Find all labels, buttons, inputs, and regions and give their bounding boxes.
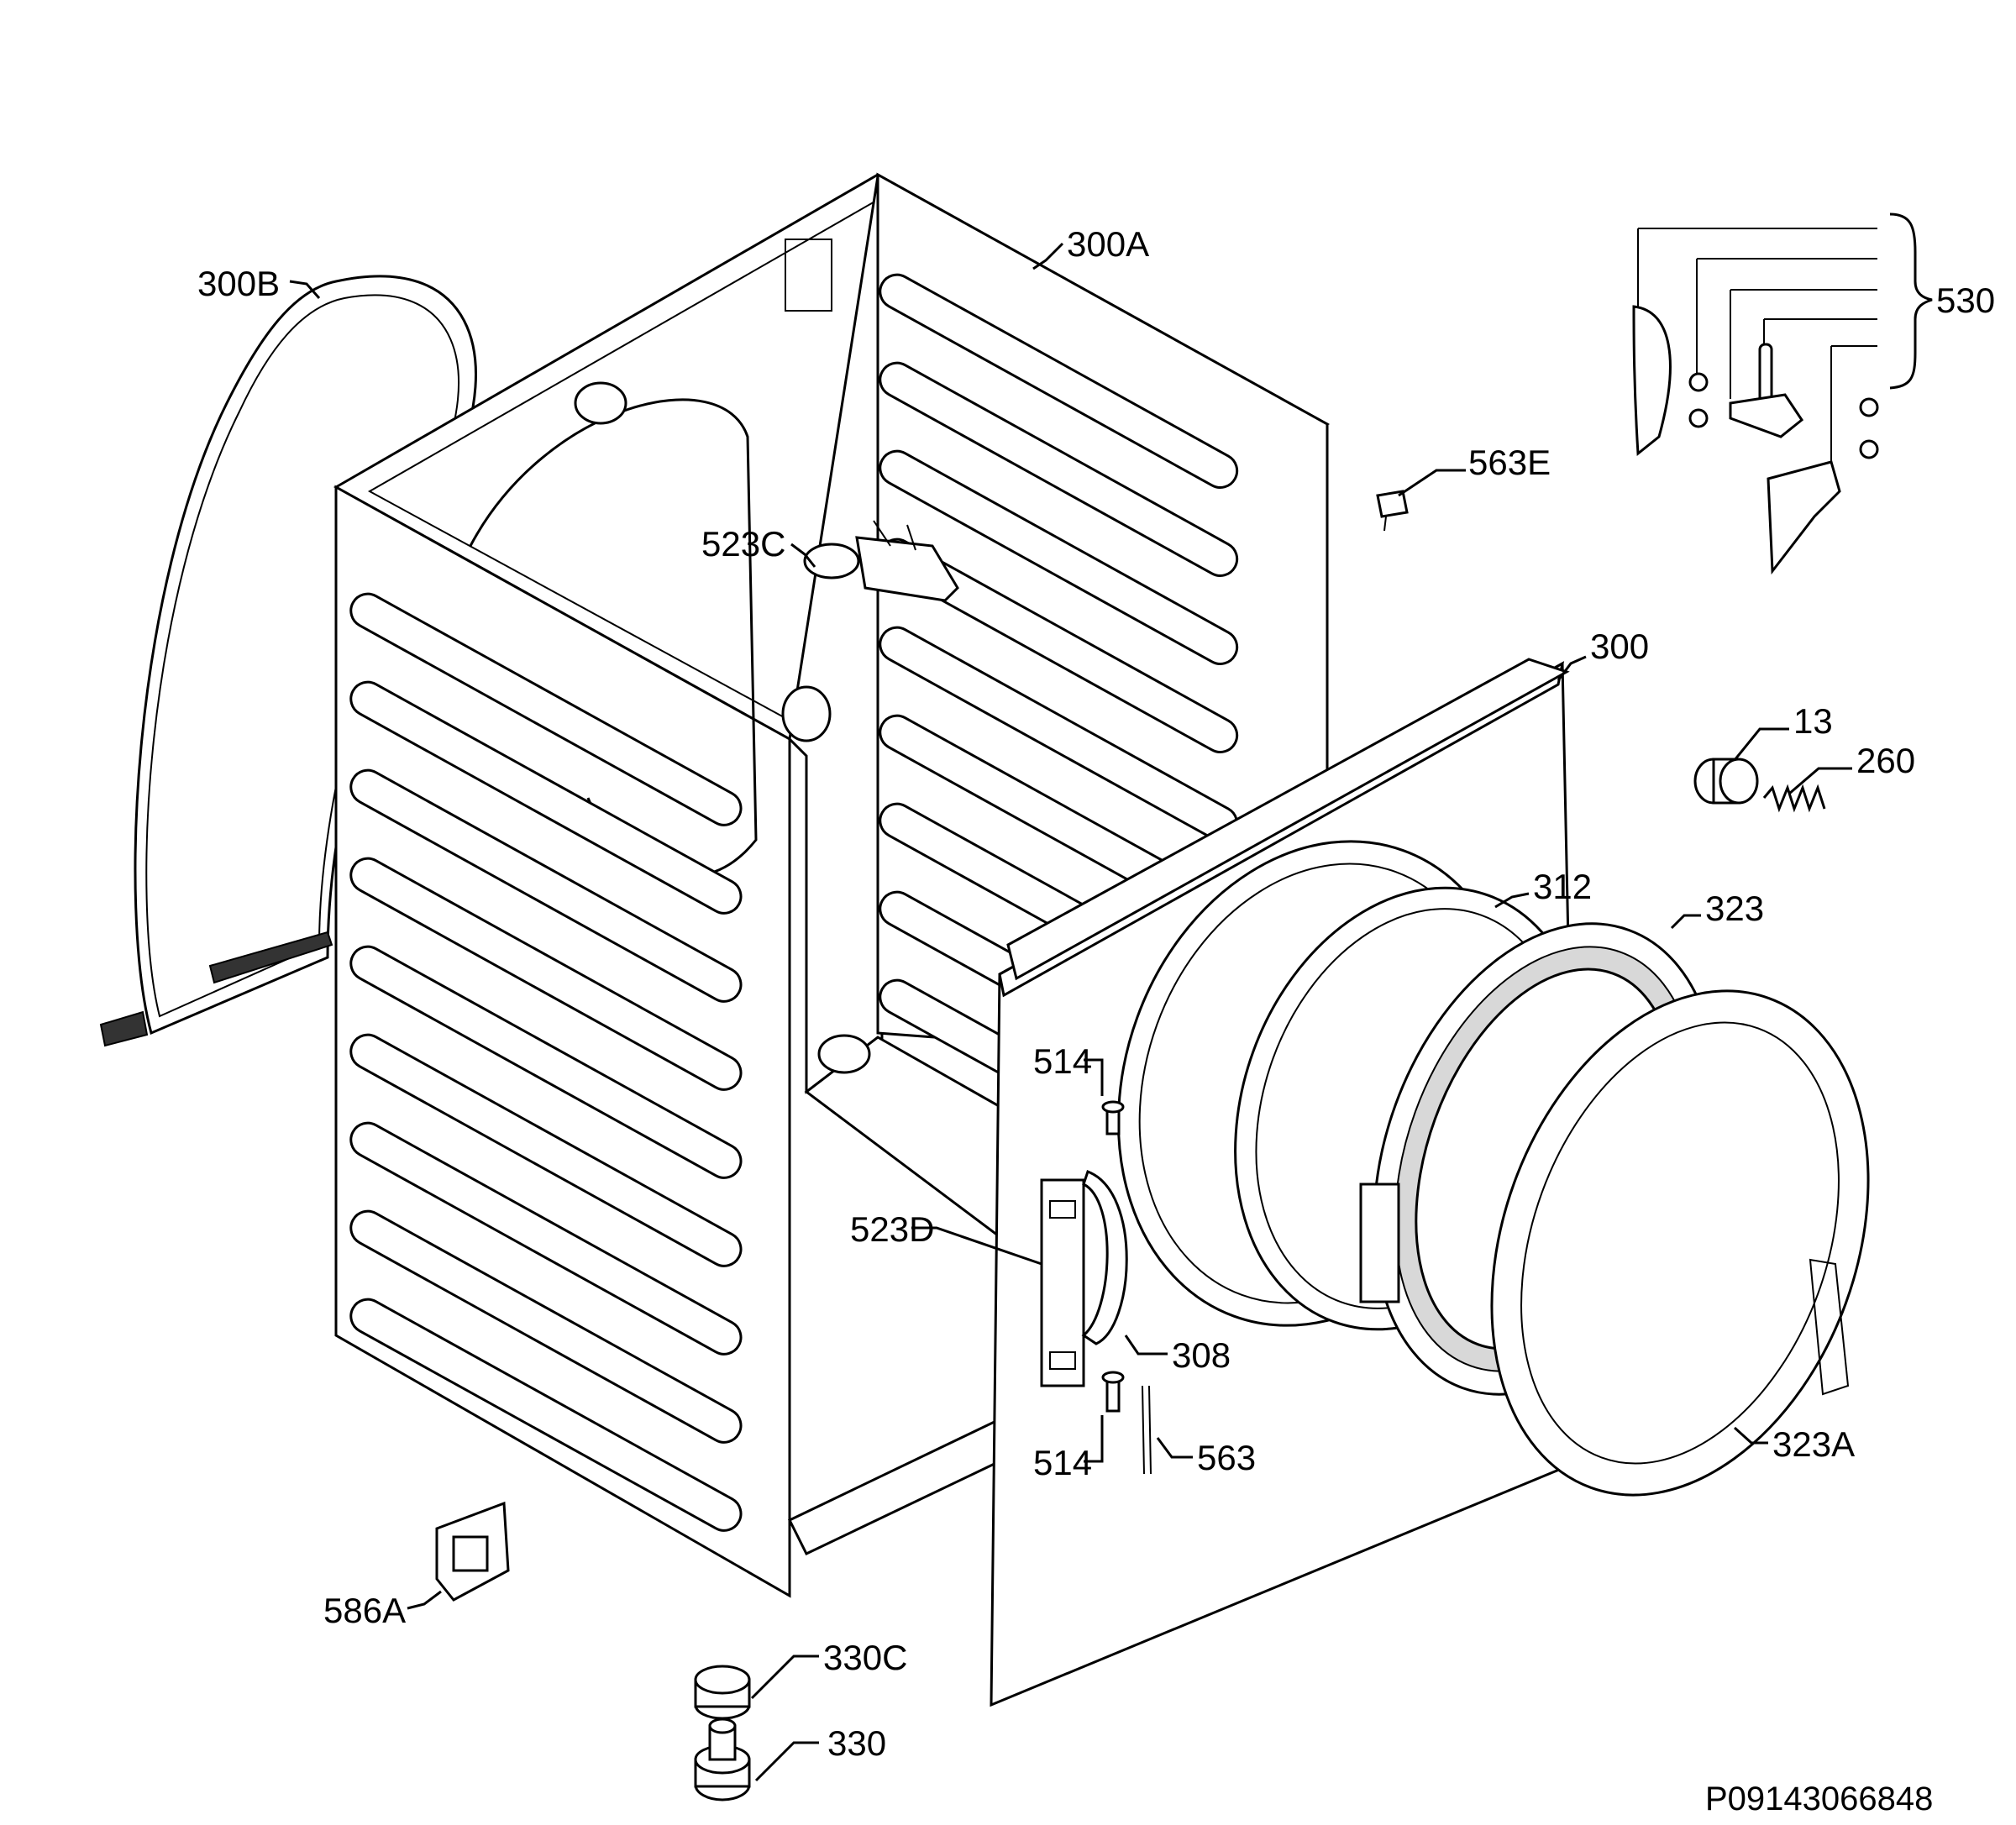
- label-300A: 300A: [1067, 224, 1149, 264]
- left-panel-ribs: [349, 592, 743, 1532]
- label-308: 308: [1172, 1335, 1231, 1375]
- label-13: 13: [1793, 701, 1833, 741]
- label-323A: 323A: [1772, 1424, 1855, 1464]
- part-330C-foot-cap: [694, 1665, 751, 1720]
- label-323: 323: [1705, 889, 1764, 928]
- callout-labels: 300A 300B 530 563E 523C 300 13 260 312 3…: [197, 224, 1995, 1763]
- part-586A-bracket: [435, 1501, 510, 1602]
- label-300B: 300B: [197, 264, 280, 303]
- drawing-code: P09143066848: [1705, 1780, 1933, 1817]
- label-514-bottom: 514: [1033, 1443, 1092, 1482]
- part-563E-clip: [1376, 490, 1409, 532]
- part-323A-outer-frame: [1490, 989, 1870, 1497]
- label-260: 260: [1856, 741, 1915, 780]
- label-514-top: 514: [1033, 1041, 1092, 1081]
- part-563-rod: [1142, 1385, 1152, 1475]
- part-13-bushing: [1693, 758, 1759, 805]
- part-523C-bracket: [803, 520, 959, 602]
- label-523D: 523D: [850, 1209, 934, 1249]
- part-523D-hinge: [1040, 1170, 1128, 1387]
- label-586A: 586A: [323, 1591, 406, 1630]
- label-330C: 330C: [823, 1638, 907, 1677]
- label-330: 330: [827, 1723, 886, 1763]
- part-530-latch-assembly: [1632, 212, 1933, 575]
- part-260-spring: [1762, 784, 1826, 813]
- label-530: 530: [1936, 281, 1995, 320]
- label-312: 312: [1533, 867, 1592, 906]
- label-563E: 563E: [1468, 443, 1551, 482]
- label-563: 563: [1197, 1438, 1256, 1477]
- part-330-foot: [694, 1717, 751, 1801]
- part-514-pins: [1101, 1100, 1125, 1413]
- label-300: 300: [1590, 627, 1649, 666]
- leader-lines: [289, 242, 1852, 1782]
- label-523C: 523C: [701, 524, 785, 564]
- part-300B-rear-seal: [99, 275, 477, 1047]
